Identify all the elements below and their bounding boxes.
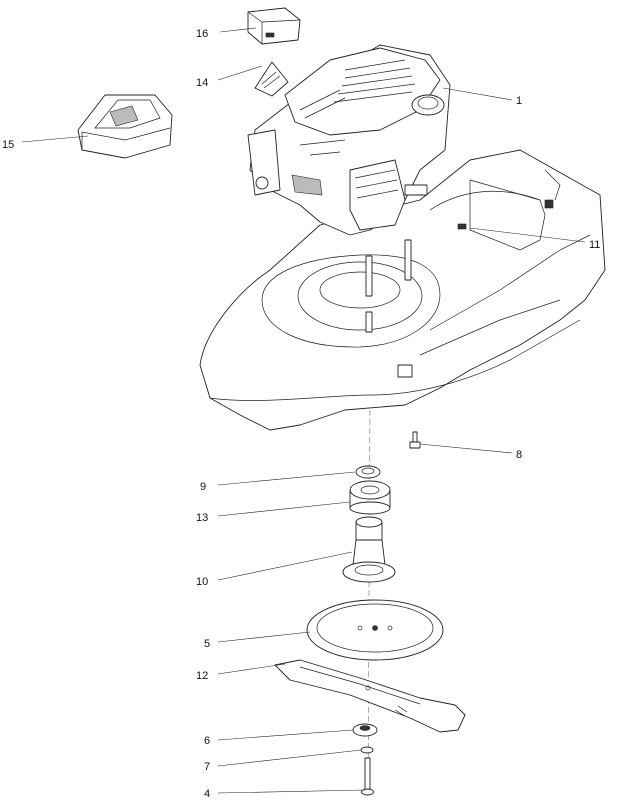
callout-5: 5 — [204, 638, 210, 650]
callout-10: 10 — [196, 576, 208, 588]
battery-pack — [247, 7, 301, 45]
lock-washer-7 — [360, 746, 374, 754]
callout-16: 16 — [196, 28, 208, 40]
callout-6: 6 — [204, 735, 210, 747]
callout-1: 1 — [516, 95, 522, 107]
callout-4: 4 — [204, 788, 210, 800]
callout-8: 8 — [516, 449, 522, 461]
engine — [247, 44, 451, 236]
callout-13: 13 — [196, 512, 208, 524]
leader-lines — [21, 27, 586, 794]
battery-charger — [77, 94, 173, 159]
washer-9 — [355, 465, 381, 479]
callout-15: 15 — [2, 139, 14, 151]
blade-disc-5 — [306, 599, 444, 661]
callout-14: 14 — [196, 77, 208, 89]
cutting-blade-12 — [274, 659, 466, 733]
clip-11 — [457, 223, 467, 230]
mower-deck — [199, 149, 606, 431]
callout-12: 12 — [196, 670, 208, 682]
bolt-8 — [409, 431, 421, 449]
washer-6 — [352, 723, 378, 737]
callout-7: 7 — [204, 761, 210, 773]
blade-bolt-4 — [361, 757, 374, 796]
decal-tag — [254, 61, 289, 97]
blade-adapter-13 — [349, 480, 391, 515]
callout-9: 9 — [200, 481, 206, 493]
blade-hub-10 — [342, 516, 396, 583]
callout-11: 11 — [589, 239, 600, 251]
